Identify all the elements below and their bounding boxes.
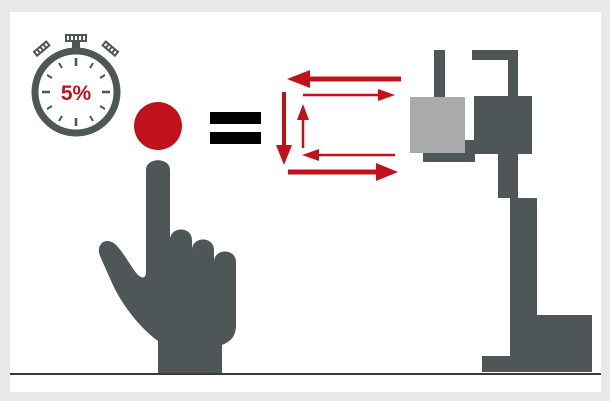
pointing-hand-icon bbox=[98, 160, 236, 375]
equals-sign-icon bbox=[210, 112, 261, 144]
robot-machine-icon bbox=[410, 50, 592, 372]
emergency-stop-button-icon bbox=[134, 102, 182, 150]
stopwatch-label: 5% bbox=[61, 82, 92, 105]
stopwatch-icon: 5% bbox=[31, 34, 121, 137]
motion-arrows-icon bbox=[276, 70, 401, 181]
